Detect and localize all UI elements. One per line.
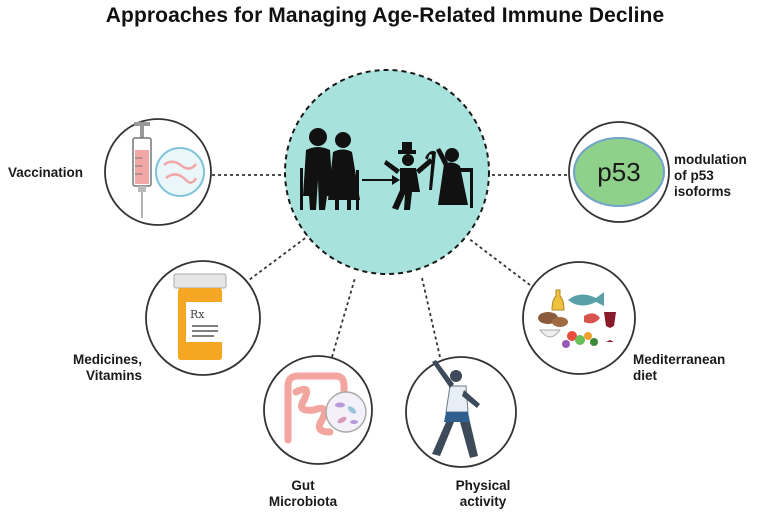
- active-elders-icon: [384, 142, 473, 210]
- label-p53-line1: modulation: [674, 152, 747, 167]
- label-p53-line2: of p53: [674, 168, 714, 183]
- label-p53-line3: isoforms: [674, 184, 732, 199]
- virus-petri-icon: [155, 147, 205, 197]
- label-gut-line1: Gut: [291, 478, 315, 493]
- intestine-icon: [284, 372, 348, 444]
- label-gut: Gut Microbiota: [258, 478, 348, 510]
- label-medicines-line2: Vitamins: [85, 368, 142, 383]
- pill-bottle-icon: [173, 273, 227, 360]
- p53-oval-text: p53: [597, 157, 641, 187]
- label-physical: Physical activity: [438, 478, 528, 510]
- label-medicines-line1: Medicines,: [72, 352, 142, 367]
- label-p53: modulation of p53 isoforms: [674, 152, 747, 200]
- rx-text: Rx: [190, 308, 205, 321]
- center-circle: [284, 69, 490, 275]
- label-mediterranean: Mediterranean diet: [633, 352, 725, 384]
- syringe-icon: [132, 122, 152, 218]
- physical-activity-node: [405, 356, 517, 468]
- stretching-person-icon: [432, 360, 480, 458]
- label-gut-line2: Microbiota: [268, 494, 338, 509]
- mediterranean-food-icon: [538, 289, 616, 348]
- label-mediterranean-line1: Mediterranean: [633, 352, 726, 367]
- label-medicines: Medicines, Vitamins: [40, 352, 142, 384]
- gut-node: [263, 355, 373, 465]
- connector-medicines: [244, 235, 309, 284]
- elderly-couple-icon: [300, 128, 360, 210]
- microbe-icon: [325, 391, 367, 433]
- label-physical-line2: activity: [459, 494, 507, 509]
- diagram-title: Approaches for Managing Age-Related Immu…: [105, 4, 665, 27]
- connector-physical: [421, 277, 441, 358]
- p53-node: [568, 121, 670, 223]
- medicines-node: [145, 260, 261, 376]
- mediterranean-node: [522, 261, 636, 375]
- vaccination-node: [104, 118, 212, 226]
- connector-gut: [331, 277, 356, 358]
- label-physical-line1: Physical: [455, 478, 511, 493]
- label-mediterranean-line2: diet: [633, 368, 658, 383]
- label-vaccination: Vaccination: [8, 165, 84, 180]
- p53-oval: [573, 137, 665, 207]
- connector-mediterranean: [467, 237, 531, 286]
- transition-arrow-icon: [362, 175, 400, 185]
